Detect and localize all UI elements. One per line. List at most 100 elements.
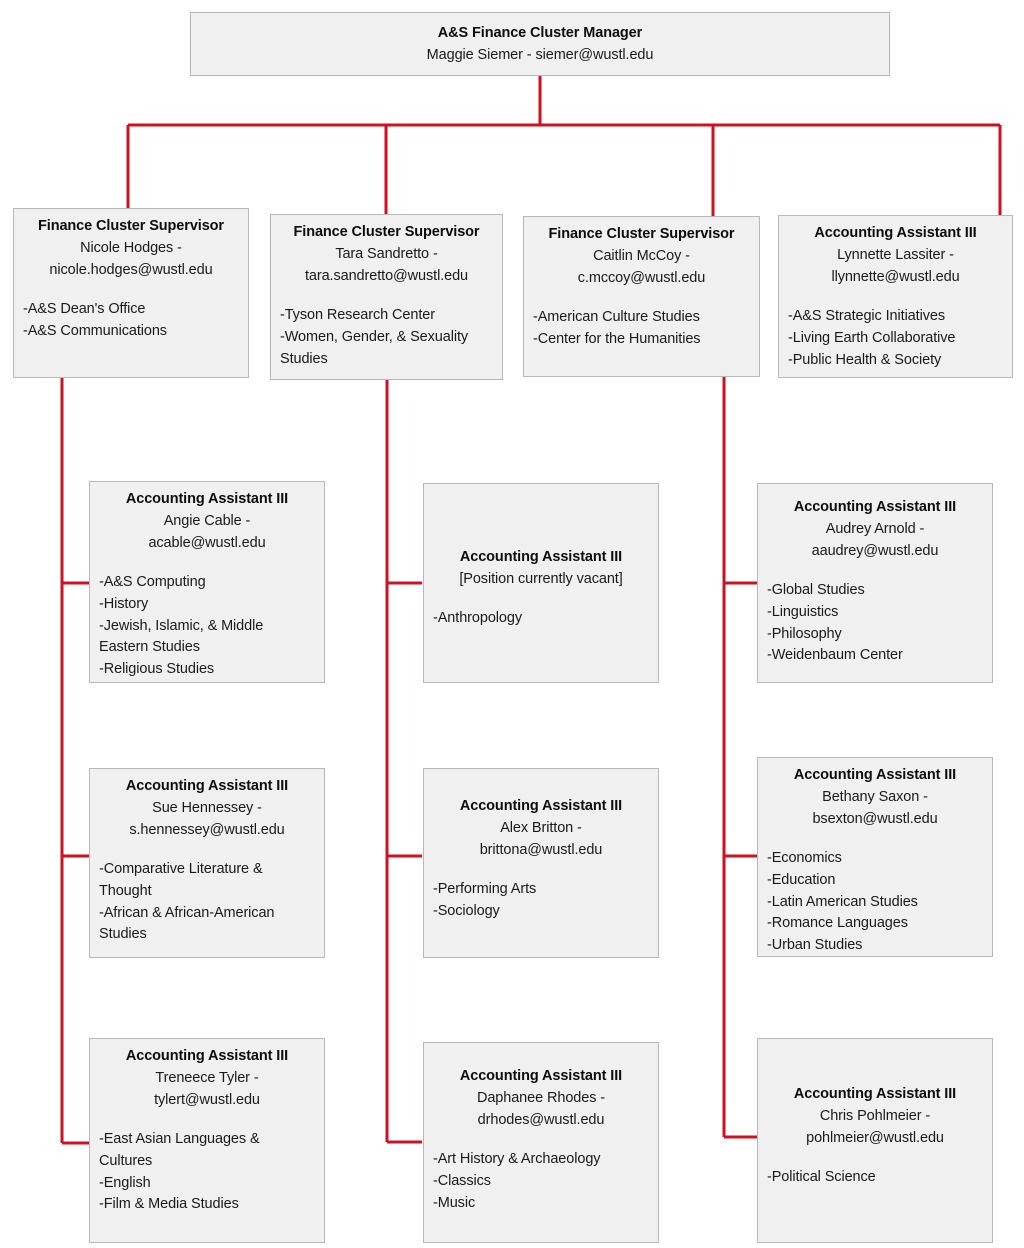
- unit-item: -A&S Communications: [23, 322, 167, 339]
- node-units: -A&S Computing -History -Jewish, Islamic…: [99, 572, 315, 681]
- node-person-line2: bsexton@wustl.edu: [812, 811, 938, 828]
- node-person-line2: tara.sandretto@wustl.edu: [304, 268, 469, 285]
- node-supervisor-nicole-hodges[interactable]: Finance Cluster Supervisor Nicole Hodges…: [13, 208, 249, 378]
- node-person-line1: Audrey Arnold -: [825, 521, 925, 538]
- node-title: Accounting Assistant III: [459, 1068, 623, 1084]
- unit-item: -Weidenbaum Center: [767, 647, 903, 664]
- node-person-line2: drhodes@wustl.edu: [477, 1112, 605, 1129]
- node-title: Accounting Assistant III: [459, 798, 623, 814]
- node-person-line2: aaudrey@wustl.edu: [811, 543, 939, 560]
- unit-item: -A&S Strategic Initiatives: [788, 308, 945, 325]
- node-person-line1: Nicole Hodges -: [80, 240, 182, 257]
- node-assistant-bethany-saxon[interactable]: Accounting Assistant III Bethany Saxon -…: [757, 757, 993, 957]
- unit-item: -Global Studies: [767, 582, 865, 599]
- node-units: -Performing Arts -Sociology: [433, 879, 649, 923]
- unit-item: -Film & Media Studies: [99, 1196, 239, 1213]
- unit-item: -Linguistics: [767, 603, 839, 620]
- node-title: Accounting Assistant III: [793, 499, 957, 515]
- node-person-line2: c.mccoy@wustl.edu: [577, 270, 706, 287]
- unit-item: -Urban Studies: [767, 937, 863, 954]
- node-units: -Political Science: [767, 1167, 983, 1189]
- unit-item: -Sociology: [433, 902, 500, 919]
- unit-item: -Center for the Humanities: [533, 330, 701, 347]
- unit-item: -Tyson Research Center: [280, 307, 435, 324]
- unit-item: -Anthropology: [433, 610, 522, 627]
- node-units: -American Culture Studies -Center for th…: [533, 307, 750, 351]
- node-person-line1: Angie Cable -: [163, 513, 251, 530]
- node-person-line2: tylert@wustl.edu: [154, 1092, 260, 1109]
- node-person: Maggie Siemer - siemer@wustl.edu: [426, 47, 654, 63]
- unit-item: -Latin American Studies: [767, 893, 918, 910]
- unit-item: -Comparative Literature & Thought: [99, 861, 263, 899]
- node-title: Accounting Assistant III: [793, 767, 957, 783]
- node-person-line1: Daphanee Rhodes -: [476, 1090, 606, 1107]
- unit-item: -East Asian Languages & Cultures: [99, 1131, 260, 1169]
- node-assistant-sue-hennessey[interactable]: Accounting Assistant III Sue Hennessey -…: [89, 768, 325, 958]
- unit-item: -Philosophy: [767, 625, 842, 642]
- node-title: Accounting Assistant III: [125, 778, 289, 794]
- node-assistant-alex-britton[interactable]: Accounting Assistant III Alex Britton - …: [423, 768, 659, 958]
- node-units: -Global Studies -Linguistics -Philosophy…: [767, 580, 983, 667]
- node-person-line2: llynnette@wustl.edu: [831, 269, 960, 286]
- node-person-line1: Tara Sandretto -: [335, 246, 438, 263]
- node-person-line1: Sue Hennessey -: [152, 800, 262, 817]
- unit-item: -A&S Dean's Office: [23, 301, 146, 318]
- node-title: Accounting Assistant III: [125, 1048, 289, 1064]
- node-supervisor-caitlin-mccoy[interactable]: Finance Cluster Supervisor Caitlin McCoy…: [523, 216, 760, 377]
- unit-item: -A&S Computing: [99, 574, 206, 591]
- node-title: Finance Cluster Supervisor: [548, 226, 735, 242]
- unit-item: -History: [99, 595, 149, 612]
- unit-item: -African & African-American Studies: [99, 904, 275, 943]
- node-person-line1: Alex Britton -: [500, 820, 582, 837]
- node-person-line1: Bethany Saxon -: [822, 789, 928, 806]
- unit-item: -Performing Arts: [433, 881, 537, 898]
- node-units: -Economics -Education -Latin American St…: [767, 848, 983, 957]
- node-supervisor-tara-sandretto[interactable]: Finance Cluster Supervisor Tara Sandrett…: [270, 214, 503, 380]
- unit-item: -Religious Studies: [99, 661, 215, 678]
- unit-item: -English: [99, 1174, 151, 1191]
- node-units: -Art History & Archaeology -Classics -Mu…: [433, 1149, 649, 1214]
- unit-item: -Economics: [767, 850, 842, 867]
- unit-item: -Jewish, Islamic, & Middle Eastern Studi…: [99, 617, 264, 656]
- node-title: Accounting Assistant III: [793, 1086, 957, 1102]
- node-person-line2: brittona@wustl.edu: [479, 842, 603, 859]
- node-assistant-chris-pohlmeier[interactable]: Accounting Assistant III Chris Pohlmeier…: [757, 1038, 993, 1243]
- node-title: Accounting Assistant III: [459, 549, 623, 565]
- node-person-line1: Caitlin McCoy -: [593, 248, 690, 265]
- node-assistant-daphanee-rhodes[interactable]: Accounting Assistant III Daphanee Rhodes…: [423, 1042, 659, 1243]
- node-title: Finance Cluster Supervisor: [38, 218, 224, 234]
- node-assistant-treneece-tyler[interactable]: Accounting Assistant III Treneece Tyler …: [89, 1038, 325, 1243]
- unit-item: -Living Earth Collaborative: [788, 329, 956, 346]
- node-assistant-vacant-anthropology[interactable]: Accounting Assistant III [Position curre…: [423, 483, 659, 683]
- unit-item: -Classics: [433, 1172, 491, 1189]
- unit-item: -American Culture Studies: [533, 309, 700, 326]
- node-title: Accounting Assistant III: [125, 491, 289, 507]
- node-units: -Tyson Research Center -Women, Gender, &…: [280, 305, 493, 370]
- unit-item: -Education: [767, 871, 836, 888]
- node-title: Finance Cluster Supervisor: [293, 224, 480, 240]
- node-assistant-angie-cable[interactable]: Accounting Assistant III Angie Cable - a…: [89, 481, 325, 683]
- node-person-line1: Treneece Tyler -: [155, 1070, 259, 1087]
- node-person-line1: [Position currently vacant]: [459, 571, 623, 588]
- node-units: -Anthropology: [433, 608, 649, 630]
- node-assistant-lynnette-lassiter[interactable]: Accounting Assistant III Lynnette Lassit…: [778, 215, 1013, 378]
- node-person-line2: nicole.hodges@wustl.edu: [49, 262, 213, 279]
- unit-item: -Women, Gender, & Sexuality Studies: [280, 328, 469, 367]
- unit-item: -Public Health & Society: [788, 351, 942, 368]
- unit-item: -Music: [433, 1194, 476, 1211]
- unit-item: -Art History & Archaeology: [433, 1151, 601, 1168]
- unit-item: -Romance Languages: [767, 915, 908, 932]
- node-person-line2: acable@wustl.edu: [148, 535, 266, 552]
- node-units: -Comparative Literature & Thought -Afric…: [99, 859, 315, 946]
- node-person-line2: pohlmeier@wustl.edu: [806, 1130, 944, 1147]
- unit-item: -Political Science: [767, 1169, 876, 1186]
- node-title: Accounting Assistant III: [814, 225, 977, 241]
- node-units: -A&S Dean's Office -A&S Communications: [23, 299, 239, 343]
- node-person-line2: s.hennessey@wustl.edu: [129, 822, 285, 839]
- node-root[interactable]: A&S Finance Cluster Manager Maggie Sieme…: [190, 12, 890, 76]
- node-units: -East Asian Languages & Cultures -Englis…: [99, 1129, 315, 1216]
- node-title: A&S Finance Cluster Manager: [437, 24, 643, 41]
- node-assistant-audrey-arnold[interactable]: Accounting Assistant III Audrey Arnold -…: [757, 483, 993, 683]
- node-person-line1: Chris Pohlmeier -: [819, 1108, 931, 1125]
